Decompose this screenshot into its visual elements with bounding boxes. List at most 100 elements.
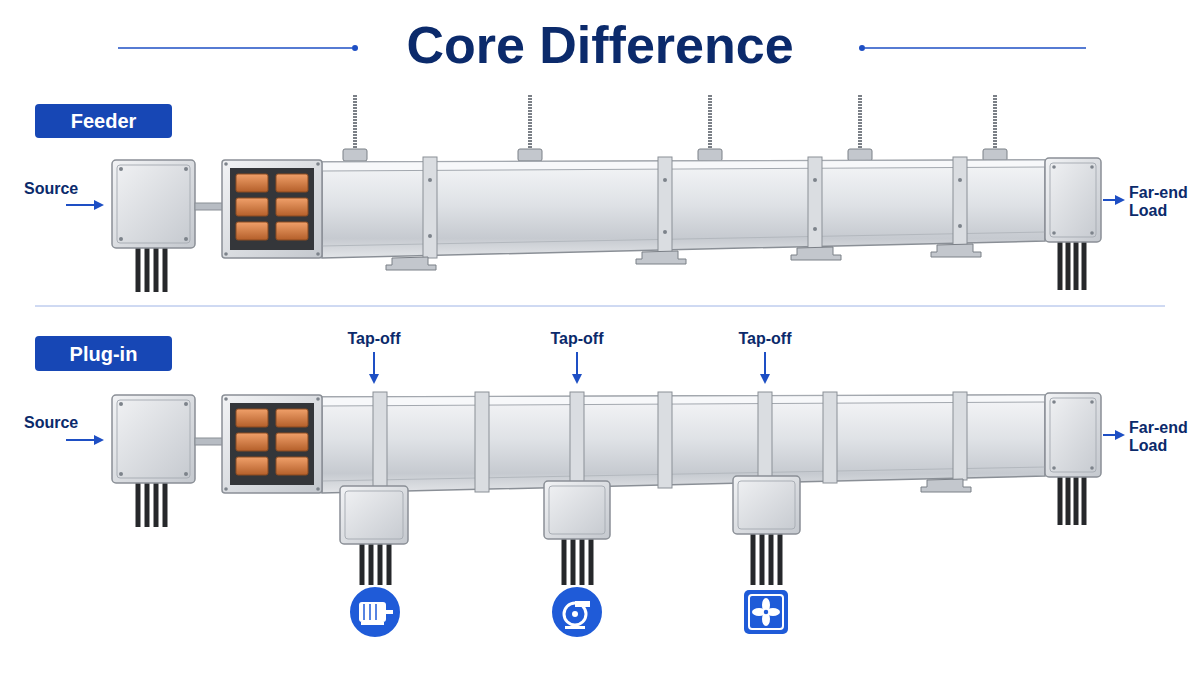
flow-arrows-part	[66, 439, 96, 441]
duct-joints-part	[658, 157, 672, 253]
duct-joints-part	[758, 392, 772, 485]
motor-icon-part	[361, 622, 384, 625]
fan-icon-part	[749, 595, 783, 629]
tap-off-label: Tap-off	[550, 330, 603, 348]
flow-arrows-part	[94, 435, 104, 445]
support-brackets-part	[386, 257, 436, 270]
hanger-rods-part-part	[858, 95, 862, 150]
tap-off-boxes-part-part	[387, 541, 392, 585]
load-label: Far-end Load	[1129, 184, 1191, 220]
duct-joints-part	[958, 224, 962, 228]
duct-joints-part	[373, 392, 387, 495]
tap-off-boxes-part-part	[751, 531, 756, 585]
title-rule-part	[118, 47, 352, 49]
title-rule-part	[352, 45, 358, 51]
motor-icon-part	[369, 604, 371, 620]
plugin-busway	[66, 352, 1125, 638]
flow-arrows-part	[1103, 199, 1117, 201]
tap-off-boxes-part-part	[562, 536, 567, 585]
section-badge: Plug-in	[35, 336, 172, 371]
tap-off-boxes-part	[733, 476, 800, 585]
hanger-rods-part-part	[993, 95, 997, 150]
duct-joints-part	[475, 392, 489, 492]
pump-icon-part	[575, 601, 590, 607]
duct-joints	[373, 392, 967, 495]
duct-joints-part	[953, 392, 967, 480]
tap-off-boxes-part	[544, 481, 610, 585]
fan-icon-part	[744, 590, 788, 634]
support-brackets-part	[636, 251, 686, 264]
tap-off-boxes-part-part	[378, 541, 383, 585]
flow-arrows-part	[369, 374, 379, 384]
hanger-rods-part	[848, 95, 872, 161]
support-brackets-part	[931, 244, 981, 257]
fan-icon-part	[763, 609, 769, 615]
support-brackets	[921, 479, 971, 492]
tap-off-boxes-part-part	[580, 536, 585, 585]
tap-off-boxes-part-part	[760, 531, 765, 585]
hanger-rods-part	[343, 95, 367, 161]
hanger-rods-part-part	[353, 95, 357, 150]
flow-arrows-part	[373, 352, 375, 375]
duct-joints-part	[428, 178, 432, 182]
flow-arrows	[66, 352, 1125, 445]
motor-icon-part	[375, 604, 377, 620]
title-text: Core Difference	[406, 14, 793, 76]
tap-off-boxes-part-part	[738, 481, 795, 529]
support-brackets	[386, 244, 981, 270]
flow-arrows-part	[66, 204, 96, 206]
tap-off-boxes-part-part	[360, 541, 365, 585]
section-badge: Feeder	[35, 104, 172, 138]
title-rule-part	[865, 47, 1086, 49]
duct-joints-part	[808, 157, 822, 249]
tap-off-boxes	[340, 476, 800, 585]
flow-arrows-part	[760, 374, 770, 384]
tap-off-boxes-part-part	[778, 531, 783, 585]
fan-icon	[744, 590, 788, 634]
support-brackets-part	[791, 247, 841, 260]
duct-joints-part	[813, 178, 817, 182]
tap-off-boxes-part-part	[340, 486, 408, 544]
hanger-rods-part	[983, 95, 1007, 161]
hanger-rods-part	[518, 95, 542, 161]
flow-arrows-part	[1115, 195, 1125, 205]
hanger-rods-part	[698, 95, 722, 161]
tap-off-boxes-part-part	[369, 541, 374, 585]
duct-joints	[423, 157, 967, 258]
tap-off-label: Tap-off	[347, 330, 400, 348]
feeder-busway	[66, 95, 1125, 292]
duct-joints-part	[813, 227, 817, 231]
hanger-rods-part-part	[343, 149, 367, 161]
tap-off-boxes-part-part	[589, 536, 594, 585]
pump-icon-part	[551, 586, 603, 638]
hanger-rods-part-part	[983, 149, 1007, 161]
duct-joints-part	[570, 392, 584, 490]
feeder-duct	[112, 158, 1101, 292]
flow-arrows-part	[1103, 434, 1117, 436]
pump-icon-part	[565, 626, 585, 629]
duct-joints-part	[663, 178, 667, 182]
title-rule-part	[859, 45, 865, 51]
tap-off-boxes-part-part	[733, 476, 800, 534]
hanger-rods-part-part	[528, 95, 532, 150]
tap-off-boxes-part-part	[549, 486, 605, 534]
flow-arrows-part	[94, 200, 104, 210]
section-divider	[35, 306, 1165, 307]
hanger-rods	[343, 95, 1007, 161]
badge-label: Feeder	[71, 109, 137, 133]
flow-arrows-part	[1115, 430, 1125, 440]
hanger-rods-part-part	[848, 149, 872, 161]
hanger-rods-part-part	[708, 95, 712, 150]
duct-joints-part	[663, 230, 667, 234]
hanger-rods-part-part	[698, 149, 722, 161]
flow-arrows-part	[764, 352, 766, 375]
duct-joints-part	[423, 157, 437, 258]
source-label: Source	[24, 180, 78, 198]
pump-icon	[551, 586, 603, 638]
flow-arrows-part	[576, 352, 578, 375]
hanger-rods-part-part	[518, 149, 542, 161]
badge-label: Plug-in	[70, 342, 138, 366]
source-label: Source	[24, 414, 78, 432]
tap-off-boxes-part	[340, 486, 408, 585]
